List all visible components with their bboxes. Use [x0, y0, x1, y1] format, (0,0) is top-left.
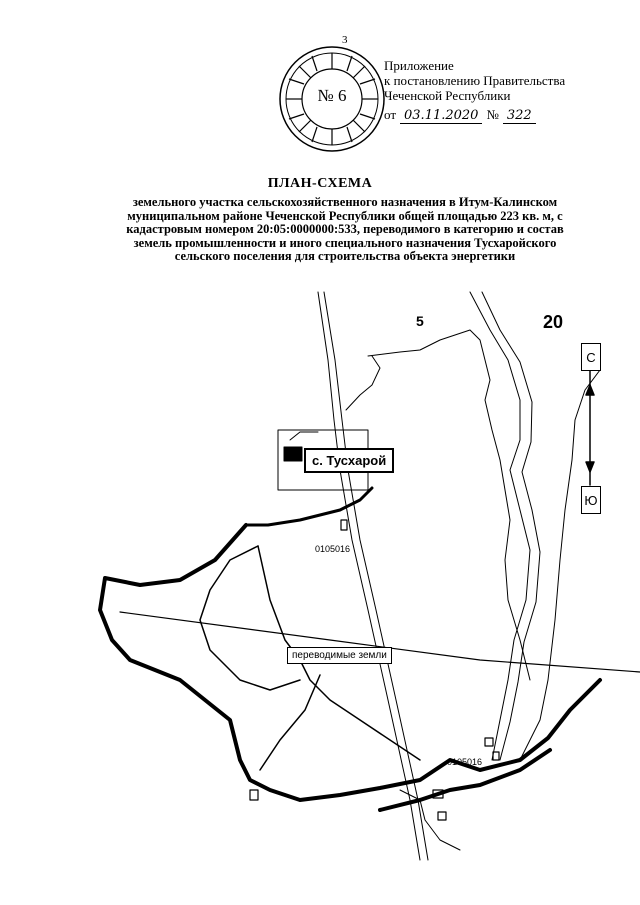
date-prefix: от	[384, 107, 397, 122]
zone-label-20: 20	[543, 312, 564, 332]
appendix-line: Приложение	[384, 58, 454, 73]
appendix-line: к постановлению Правительства	[384, 73, 566, 88]
number-value: 322	[502, 108, 536, 124]
compass-arrow	[585, 370, 595, 486]
compass-north-label: С	[581, 343, 601, 371]
zone-boundary	[367, 329, 531, 681]
document-subtitle: земельного участка сельскохозяйственного…	[126, 195, 564, 263]
village-label: с. Тусхарой	[304, 448, 395, 473]
appendix-block: Приложение к постановлению Правительства…	[384, 58, 565, 124]
official-seal-stamp	[279, 46, 385, 152]
inner-boundary	[257, 545, 421, 761]
road-lines	[317, 291, 429, 861]
number-prefix: №	[486, 107, 499, 122]
parcel-code-label: 0105016	[447, 757, 483, 767]
power-line	[119, 611, 640, 673]
date-value: 03.11.2020	[400, 108, 483, 124]
stamp-number: № 6	[317, 86, 347, 105]
parcel-code-label: 0105016	[315, 544, 351, 554]
date-number-line: от 03.11.2020 № 322	[384, 107, 565, 124]
appendix-line: Чеченской Республики	[384, 88, 511, 103]
page-number: 3	[342, 34, 348, 46]
river-lines	[469, 291, 541, 761]
thick-boundary	[98, 523, 602, 802]
transferred-lands-label: переводимые земли	[287, 647, 392, 664]
document-title: ПЛАН-СХЕМА	[267, 176, 373, 191]
map-drawing	[98, 291, 640, 861]
compass-south-label: Ю	[581, 486, 601, 514]
zone-label-5: 5	[416, 313, 424, 329]
zone-boundary	[345, 355, 381, 411]
